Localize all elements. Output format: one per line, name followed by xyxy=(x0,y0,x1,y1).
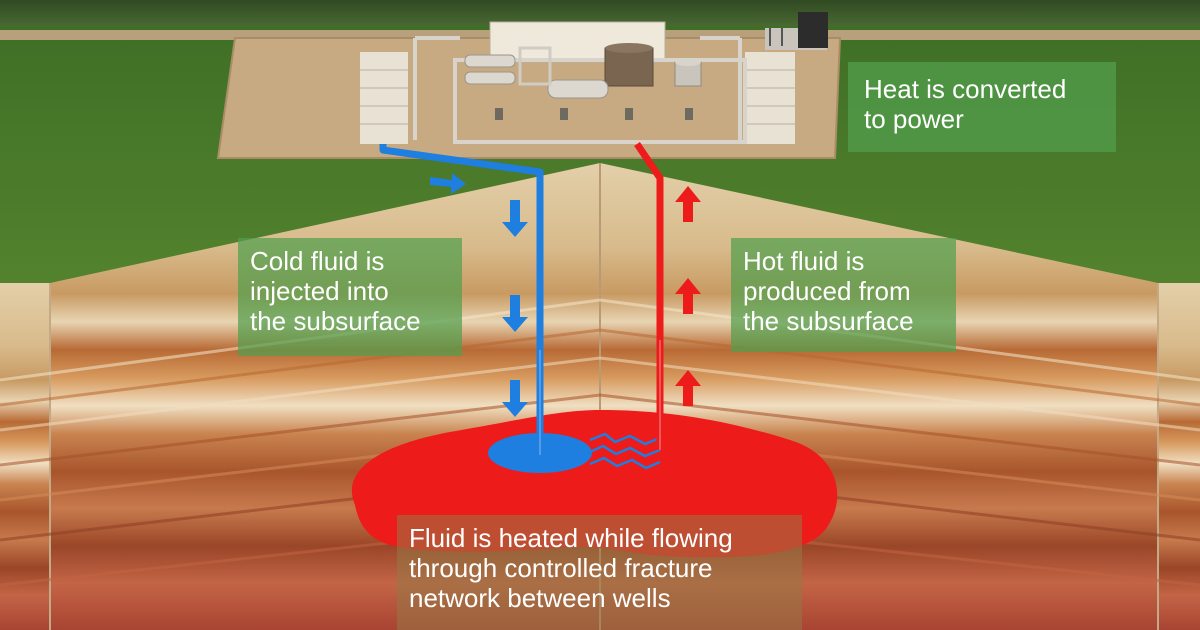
pad-slabs-left xyxy=(360,52,408,144)
arrow-down-icon xyxy=(502,200,528,237)
pad-slabs-right xyxy=(745,52,795,144)
arrow-right-icon xyxy=(430,173,466,194)
arrow-up-icon xyxy=(675,186,701,222)
arrow-down-icon xyxy=(502,295,528,332)
arrow-up-icon xyxy=(675,278,701,314)
rock-face-far-right xyxy=(1158,283,1200,630)
cold-flow-arrows xyxy=(430,173,528,417)
hot-flow-arrows xyxy=(675,186,701,406)
label-cold-fluid-injected: Cold fluid is injected into the subsurfa… xyxy=(238,238,462,356)
injection-well xyxy=(379,144,544,455)
label-fluid-heated: Fluid is heated while flowing through co… xyxy=(397,515,802,630)
arrow-up-icon xyxy=(675,370,701,406)
rock-face-far-left xyxy=(0,283,50,630)
label-heat-to-power: Heat is converted to power xyxy=(848,62,1116,152)
fracture-network xyxy=(589,432,661,470)
arrow-down-icon xyxy=(502,380,528,417)
power-plant-equipment xyxy=(413,21,747,144)
transformer-yard xyxy=(765,12,828,50)
label-hot-fluid-produced: Hot fluid is produced from the subsurfac… xyxy=(731,238,956,352)
